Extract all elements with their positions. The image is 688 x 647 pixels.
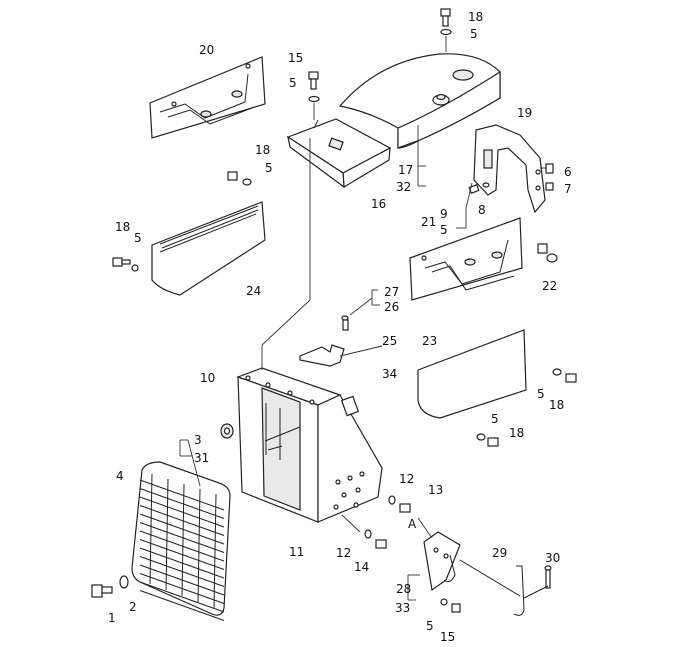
grille-rib	[181, 483, 185, 597]
bolt-18-left-b	[112, 257, 139, 272]
callout-18: 18	[115, 220, 130, 234]
callout-18: 18	[509, 426, 524, 440]
callout-7: 7	[564, 182, 572, 196]
callout-21: 21	[421, 215, 436, 229]
callout-9: 9	[440, 207, 448, 221]
callout-27: 27	[384, 285, 399, 299]
grille-rib	[213, 493, 217, 609]
callout-18: 18	[255, 143, 270, 157]
grille-rib	[165, 478, 169, 591]
nut-10	[220, 423, 234, 439]
bolt-14	[364, 529, 387, 549]
bolt-1	[91, 584, 113, 598]
callout-26: 26	[384, 300, 399, 314]
bolt-22	[537, 243, 558, 263]
grille-slat	[139, 522, 225, 553]
callout-11: 11	[289, 545, 304, 559]
grille-rib	[197, 488, 201, 603]
callout-5: 5	[289, 76, 297, 90]
callout-29: 29	[492, 546, 507, 560]
callout-19: 19	[517, 106, 532, 120]
callout-32: 32	[396, 180, 411, 194]
washer-2	[119, 575, 129, 589]
grille-rib	[149, 473, 153, 585]
callout-5: 5	[470, 27, 478, 41]
callout-28: 28	[396, 582, 411, 596]
bolt-15-top	[308, 71, 320, 120]
grille-slat	[139, 547, 225, 579]
callout-3: 3	[194, 433, 202, 447]
callout-13: 13	[428, 483, 443, 497]
callout-12: 12	[336, 546, 351, 560]
part-11-frame	[236, 367, 383, 523]
callout-4: 4	[116, 469, 124, 483]
bolt-18-top	[440, 8, 452, 52]
part-29-hook	[459, 559, 552, 616]
part-19-bracket	[473, 124, 546, 214]
bolt-18-right-b	[476, 433, 499, 447]
callout-18: 18	[549, 398, 564, 412]
callout-30: 30	[545, 551, 560, 565]
callout-23: 23	[422, 334, 437, 348]
callout-17: 17	[398, 163, 413, 177]
bolt-13	[388, 495, 411, 513]
callout-8: 8	[478, 203, 486, 217]
bolt-7	[545, 182, 554, 191]
bolt-18-right-a	[552, 368, 577, 383]
callout-5: 5	[440, 223, 448, 237]
grille-slat	[139, 530, 225, 562]
grille-slat	[139, 479, 225, 511]
grille-slat	[139, 513, 225, 545]
callout-5: 5	[134, 231, 142, 245]
callout-12: 12	[399, 472, 414, 486]
callout-20: 20	[199, 43, 214, 57]
part-20-side-panel	[149, 56, 266, 139]
callout-34: 34	[382, 367, 397, 381]
grille-slat	[139, 581, 225, 613]
callout-10: 10	[200, 371, 215, 385]
grille-slat	[139, 590, 225, 621]
callout-18: 18	[468, 10, 483, 24]
callout-25: 25	[382, 334, 397, 348]
callout-2: 2	[129, 600, 137, 614]
grille-slat	[139, 496, 225, 528]
part-4-grille	[131, 461, 231, 621]
callout-5: 5	[265, 161, 273, 175]
callout-5: 5	[537, 387, 545, 401]
callout-31: 31	[194, 451, 209, 465]
part-21-right-panel	[409, 217, 523, 301]
callout-14: 14	[354, 560, 369, 574]
callout-24: 24	[246, 284, 261, 298]
part-16-top-plate	[286, 118, 392, 189]
callout-15: 15	[440, 630, 455, 644]
part-24-left-panel	[151, 201, 266, 296]
bolt-6	[540, 163, 554, 174]
part-25-bracket	[299, 315, 349, 367]
part-28-latch	[423, 531, 461, 592]
callout-6: 6	[564, 165, 572, 179]
callout-A: A	[408, 517, 417, 531]
grille-slat	[139, 505, 225, 536]
grille-slat	[139, 539, 225, 570]
callout-5: 5	[491, 412, 499, 426]
part-17-hood	[338, 53, 501, 149]
callout-5: 5	[426, 619, 434, 633]
bolt-15-bottom	[440, 598, 461, 613]
callout-22: 22	[542, 279, 557, 293]
callout-33: 33	[395, 601, 410, 615]
callout-15: 15	[288, 51, 303, 65]
callout-1: 1	[108, 611, 116, 625]
grille-slat	[139, 488, 225, 519]
leader-lines	[179, 125, 473, 601]
callout-16: 16	[371, 197, 386, 211]
callout-labels: 18 5 20 15 5 19 18 5 17 32 6 7 16 9 8 5 …	[108, 10, 572, 644]
part-23-right-lower-panel	[417, 329, 527, 419]
bolt-18-left-a	[227, 171, 252, 186]
